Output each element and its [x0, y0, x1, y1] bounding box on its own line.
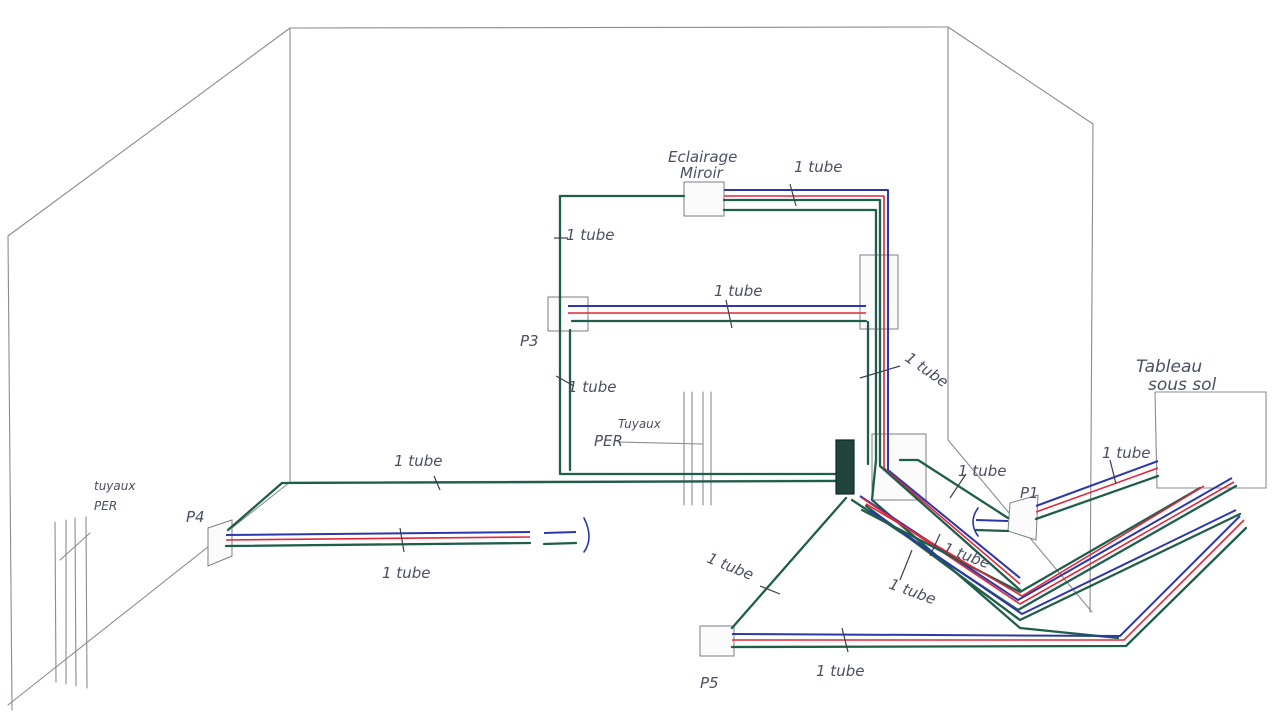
label-p1: P1: [1020, 484, 1039, 502]
label-tuyaux-center: Tuyaux: [618, 417, 662, 431]
label-sous-sol: sous sol: [1148, 375, 1217, 395]
tube-ticks: [399, 183, 1117, 653]
label-per-center: PER: [594, 432, 623, 450]
run-p5: [730, 496, 1248, 649]
room-outline: [7, 26, 1094, 711]
label-eclairage: Eclairage: [668, 148, 737, 166]
label-p5: P5: [700, 674, 719, 692]
run-eclairage: [722, 189, 1120, 640]
eclairage-box: [683, 181, 725, 217]
label-tube-p3-vertical-bottom: 1 tube: [568, 378, 616, 396]
label-tube-p4-upper: 1 tube: [394, 452, 442, 470]
left-per-pipes: [54, 516, 91, 689]
label-tube-p3-horizontal: 1 tube: [714, 282, 762, 300]
label-tube-p4-lower: 1 tube: [382, 564, 430, 582]
label-tube-eclairage: 1 tube: [794, 158, 842, 176]
run-p4: [224, 479, 842, 553]
label-tube-p5-diagonal: 1 tube: [705, 549, 757, 584]
label-per-left: PER: [94, 499, 117, 513]
central-junction: [835, 439, 855, 495]
label-tuyaux-left: tuyaux: [94, 479, 136, 493]
label-tube-floor-2: 1 tube: [887, 575, 939, 608]
label-miroir: Miroir: [680, 164, 724, 182]
run-p1: [898, 458, 1160, 537]
label-tube-p1-left: 1 tube: [958, 462, 1006, 480]
label-tableau: Tableau: [1136, 357, 1202, 377]
p5-box: [699, 625, 735, 657]
p3-box: [547, 296, 589, 332]
label-tube-p3-vertical-top: 1 tube: [566, 226, 614, 244]
run-p3: [558, 194, 870, 476]
tableau-panel: [1154, 391, 1267, 489]
label-p3: P3: [520, 332, 539, 350]
label-p4: P4: [186, 508, 205, 526]
label-tube-p1-right: 1 tube: [1102, 444, 1150, 462]
p4-box: [207, 519, 233, 567]
label-tube-riser: 1 tube: [902, 349, 952, 392]
run-floor-tableau: [850, 477, 1242, 622]
p1-box: [1007, 494, 1039, 541]
label-tube-p5-floor: 1 tube: [816, 662, 864, 680]
center-per-pipes: [617, 391, 712, 506]
